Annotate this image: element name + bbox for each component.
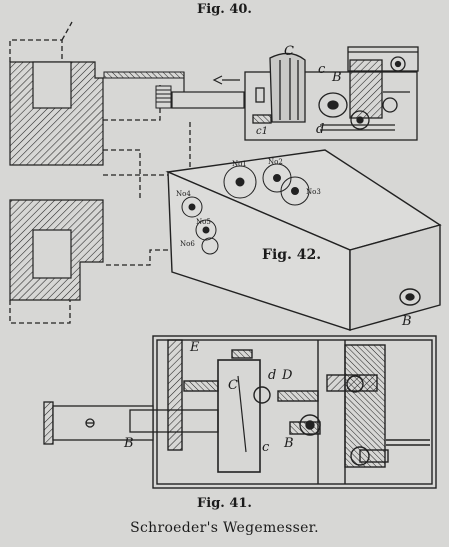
fig41-letter-B-left: B <box>124 436 134 451</box>
plate-caption: Schroeder's Wegemesser. <box>130 520 319 536</box>
fig41-letter-E: E <box>190 340 200 355</box>
fig40-letter-C: C <box>284 44 294 59</box>
fig41-letter-D: D <box>282 368 293 383</box>
fig42-dial-3: No3 <box>306 188 321 196</box>
fig42-dial-4: No4 <box>176 190 191 198</box>
fig41-letter-d: d <box>268 368 277 383</box>
fig41-letter-B-right: B <box>284 436 294 451</box>
fig40-letter-c1: c1 <box>256 126 268 137</box>
fig41-box <box>152 335 437 489</box>
figure-40-label: Fig. 40. <box>197 2 252 17</box>
fig42-box <box>165 149 442 331</box>
fig42-dial-6: No6 <box>180 240 195 248</box>
fig41-letter-c: c <box>262 440 270 455</box>
fig40-letter-c: c <box>318 62 326 77</box>
fig42-dial-5: No5 <box>196 218 211 226</box>
fig41-axle <box>43 401 219 445</box>
fig42-letter-B: B <box>402 314 412 329</box>
figure-41-label: Fig. 41. <box>197 496 252 511</box>
fig41-letter-C: C <box>228 378 238 393</box>
fig40-letter-d: d <box>316 122 325 137</box>
fig40-letter-B: B <box>332 70 342 85</box>
fig42-dial-2: No2 <box>268 158 283 166</box>
figure-42-label: Fig. 42. <box>262 247 322 263</box>
fig40-hub-section <box>9 21 191 324</box>
fig40-axle <box>103 71 245 109</box>
fig42-dial-1: No1 <box>232 160 247 168</box>
fig40-box <box>244 46 419 141</box>
